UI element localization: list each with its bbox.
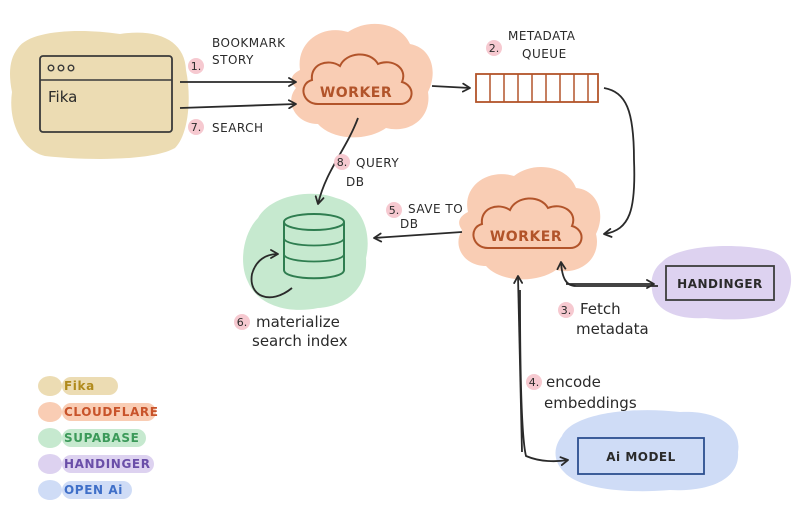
- svg-text:DB: DB: [346, 175, 364, 189]
- svg-text:OPEN Ai: OPEN Ai: [64, 483, 123, 497]
- step-number-badge: [526, 374, 542, 390]
- legend-highlight: [62, 455, 154, 473]
- database: [283, 213, 345, 280]
- svg-text:2.: 2.: [489, 42, 500, 55]
- worker-top: WORKER: [302, 53, 413, 105]
- svg-text:8.: 8.: [337, 156, 348, 169]
- svg-text:Fetch: Fetch: [580, 300, 621, 318]
- legend-swatch: [38, 428, 62, 448]
- step-1-label: 1. BOOKMARK STORY: [188, 36, 286, 74]
- openai-blob: [555, 410, 739, 492]
- arrow-worker-to-ai: [519, 289, 569, 466]
- handinger-box: [665, 265, 775, 301]
- svg-text:embeddings: embeddings: [544, 394, 637, 412]
- ai-model-service: Ai MODEL: [577, 437, 705, 475]
- database-body: [283, 222, 345, 280]
- legend-highlight: [62, 377, 118, 395]
- step-number-badge: [386, 202, 402, 218]
- window-dot-icon: [47, 64, 55, 72]
- step-number-badge: [334, 154, 350, 170]
- svg-text:METADATA: METADATA: [508, 29, 576, 43]
- svg-text:SUPABASE: SUPABASE: [64, 431, 139, 445]
- arrow-enqueue: [431, 82, 471, 93]
- arrow-save-db: [373, 231, 463, 243]
- arrow-materialize-loop: [250, 249, 293, 299]
- cloud-icon: [472, 197, 583, 249]
- svg-text:materialize: materialize: [256, 313, 340, 331]
- svg-text:7.: 7.: [191, 121, 202, 134]
- arrow-dequeue: [603, 87, 636, 238]
- metadata-queue: [475, 73, 599, 103]
- step-number-badge: [486, 40, 502, 56]
- svg-text:5.: 5.: [389, 204, 400, 217]
- step-4-label: 4. encode embeddings: [526, 373, 637, 412]
- database-band: [283, 237, 345, 247]
- legend-swatch: [38, 376, 62, 396]
- step-3-label: 3. Fetch metadata: [558, 300, 649, 338]
- step-number-badge: [234, 314, 250, 330]
- svg-text:metadata: metadata: [576, 320, 649, 338]
- window-dot-icon: [67, 64, 75, 72]
- app-title: Fika: [48, 88, 77, 106]
- svg-text:BOOKMARK: BOOKMARK: [212, 36, 286, 50]
- legend: Fika CLOUDFLARE SUPABASE HANDINGER OPEN …: [38, 376, 159, 500]
- svg-text:1.: 1.: [191, 60, 202, 73]
- ai-model-label: Ai MODEL: [606, 450, 676, 464]
- step-number-badge: [558, 302, 574, 318]
- svg-text:6.: 6.: [237, 316, 248, 329]
- fika-app-window: Fika: [39, 55, 173, 133]
- worker-label: WORKER: [320, 85, 392, 101]
- legend-highlight: [62, 481, 132, 499]
- database-band: [283, 253, 345, 263]
- browser-frame: [39, 55, 173, 133]
- step-number-badge: [188, 119, 204, 135]
- arrow-handinger-to-worker: [556, 261, 658, 287]
- fika-blob: [10, 30, 189, 159]
- step-2-label: 2. METADATA QUEUE: [486, 29, 576, 61]
- step-number-badge: [188, 58, 204, 74]
- svg-text:STORY: STORY: [212, 53, 254, 67]
- worker-mid: WORKER: [472, 197, 583, 249]
- legend-item-handinger: HANDINGER: [38, 454, 154, 474]
- svg-text:SEARCH: SEARCH: [212, 121, 264, 135]
- step-5-label: 5. SAVE TO DB: [386, 202, 463, 231]
- legend-item-supabase: SUPABASE: [38, 428, 146, 448]
- handinger-service: HANDINGER: [665, 265, 775, 301]
- ai-model-box: [577, 437, 705, 475]
- legend-item-openai: OPEN Ai: [38, 480, 132, 500]
- cloudflare-blob-top: [291, 23, 433, 138]
- svg-text:Fika: Fika: [64, 379, 95, 393]
- svg-text:search index: search index: [252, 332, 348, 350]
- legend-swatch: [38, 402, 62, 422]
- queue-box: [475, 73, 599, 103]
- legend-swatch: [38, 454, 62, 474]
- svg-text:HANDINGER: HANDINGER: [64, 457, 151, 471]
- supabase-blob: [243, 193, 368, 310]
- legend-highlight: [62, 403, 156, 421]
- step-8-label: 8. QUERY DB: [334, 154, 399, 189]
- svg-text:QUERY: QUERY: [356, 156, 399, 170]
- svg-text:QUEUE: QUEUE: [522, 47, 567, 61]
- handinger-blob: [651, 246, 792, 320]
- window-dot-icon: [57, 64, 65, 72]
- cloudflare-blob-mid: [458, 166, 601, 280]
- legend-swatch: [38, 480, 62, 500]
- step-7-label: 7. SEARCH: [188, 119, 264, 135]
- step-6-label: 6. materialize search index: [234, 313, 348, 350]
- svg-text:SAVE TO: SAVE TO: [408, 202, 463, 216]
- legend-item-fika: Fika: [38, 376, 118, 396]
- handinger-label: HANDINGER: [677, 277, 763, 291]
- svg-text:CLOUDFLARE: CLOUDFLARE: [64, 405, 159, 419]
- legend-highlight: [62, 429, 146, 447]
- svg-text:encode: encode: [546, 373, 601, 391]
- svg-text:3.: 3.: [561, 304, 572, 317]
- arrow-search: [179, 99, 297, 110]
- legend-item-cloudflare: CLOUDFLARE: [38, 402, 159, 422]
- svg-text:DB: DB: [400, 217, 418, 231]
- cloud-icon: [302, 53, 413, 105]
- svg-text:4.: 4.: [529, 376, 540, 389]
- worker-label: WORKER: [490, 229, 562, 245]
